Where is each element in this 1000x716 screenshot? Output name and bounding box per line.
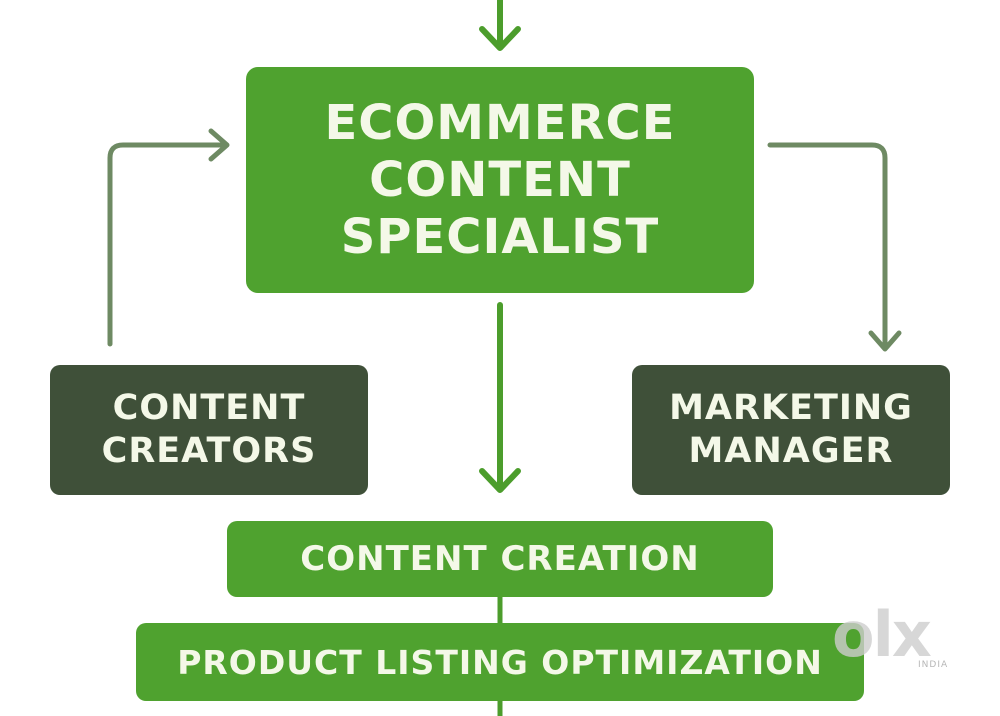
node-marketing-manager: MARKETING MANAGER (632, 365, 950, 495)
node-ecommerce-content-specialist: ECOMMERCE CONTENT SPECIALIST (246, 67, 754, 293)
arrow-main-to-right (767, 142, 902, 352)
node-step2-label: PRODUCT LISTING OPTIMIZATION (177, 642, 823, 682)
node-main-line-1: ECOMMERCE (324, 94, 676, 151)
arrow-left-to-main (107, 128, 230, 347)
top-incoming-arrow (479, 0, 521, 51)
node-right-line-1: MARKETING (669, 388, 913, 428)
node-content-creators: CONTENT CREATORS (50, 365, 368, 495)
node-step1-label: CONTENT CREATION (300, 539, 700, 579)
node-product-listing-optimization: PRODUCT LISTING OPTIMIZATION (136, 623, 864, 701)
node-content-creation: CONTENT CREATION (227, 521, 773, 597)
olx-watermark-logo: olx INDIA (832, 600, 972, 680)
node-right-line-2: MANAGER (688, 431, 894, 471)
olx-logo-text: olx (832, 598, 932, 671)
node-main-line-3: SPECIALIST (340, 208, 660, 265)
arrow-main-to-step1 (479, 302, 521, 493)
node-main-line-2: CONTENT (369, 151, 631, 208)
node-left-line-2: CREATORS (101, 431, 317, 471)
node-left-line-1: CONTENT (112, 388, 306, 428)
olx-logo-subtext: INDIA (918, 660, 949, 670)
